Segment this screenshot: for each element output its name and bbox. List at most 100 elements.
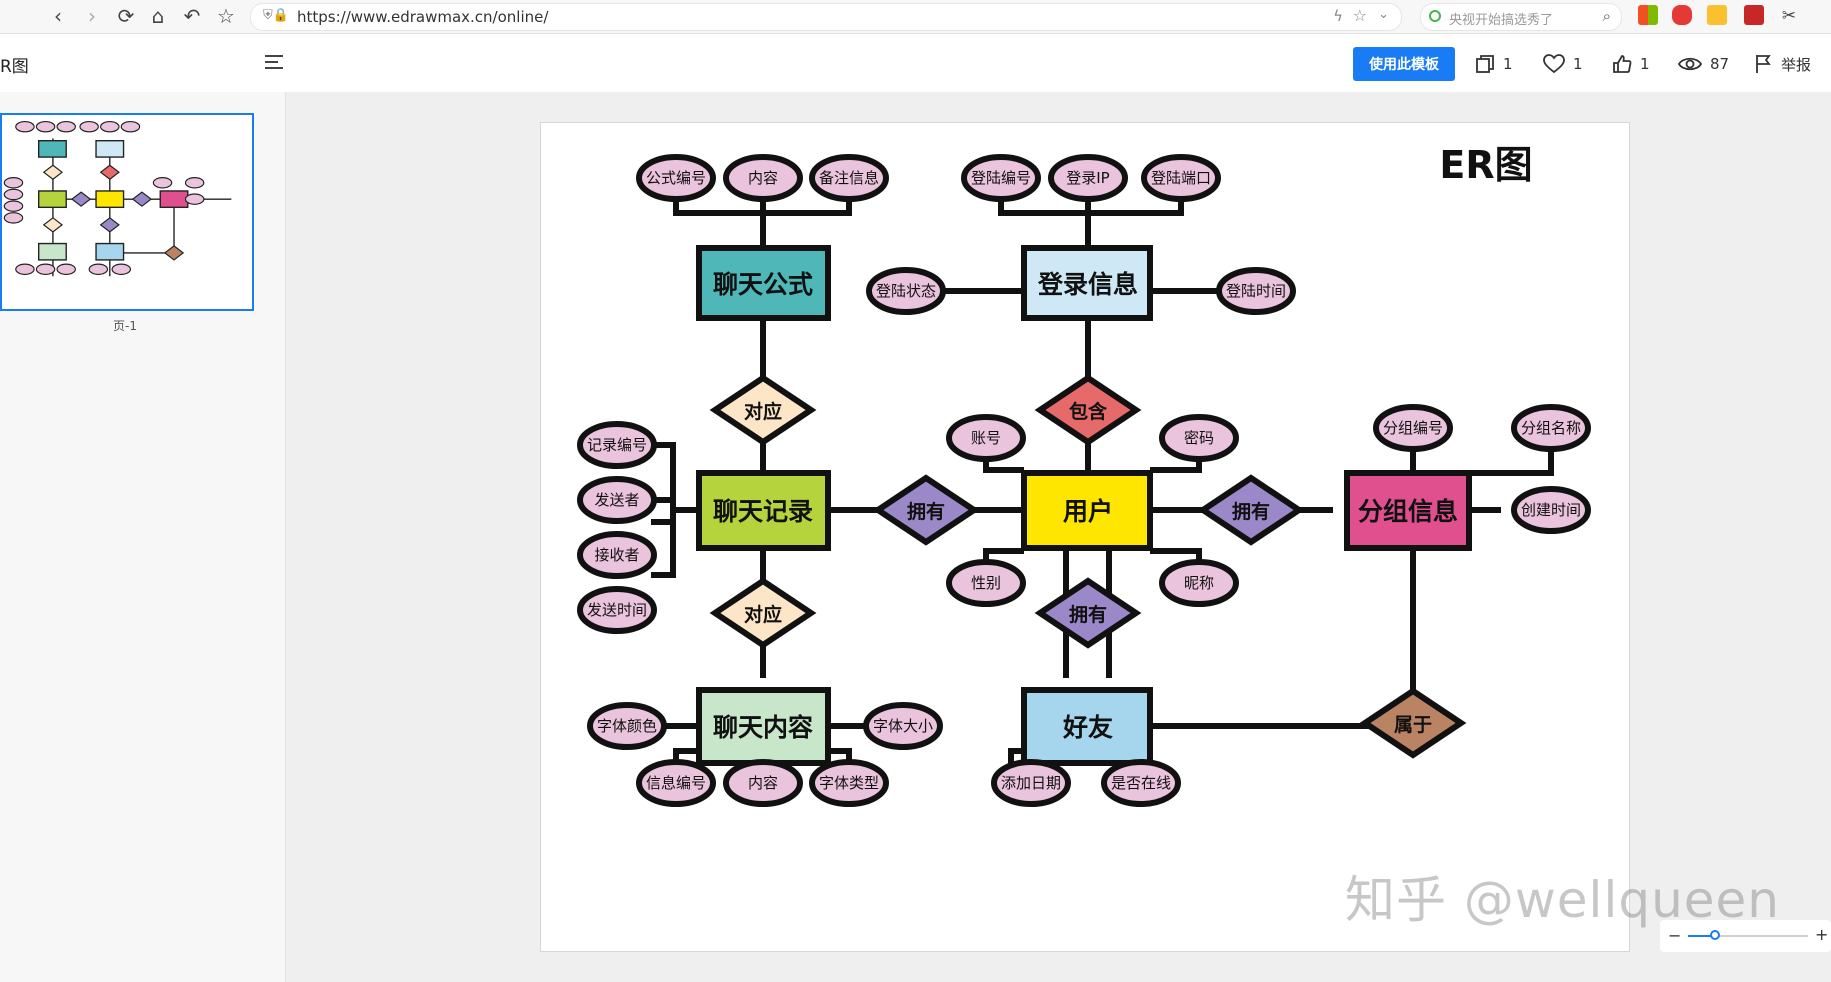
watermark: 知乎 @wellqueen: [1345, 871, 1780, 929]
attr-receiver[interactable]: [577, 531, 657, 579]
favorite-icon[interactable]: ☆: [1352, 6, 1367, 25]
back-icon[interactable]: ‹: [54, 4, 62, 28]
image-extension-icon[interactable]: [1744, 5, 1764, 25]
page-thumbnail[interactable]: [0, 113, 254, 311]
undo-icon[interactable]: ↶: [183, 4, 201, 28]
er-diagram: 聊天公式 登录信息 聊天记录 用户 分组信息 聊天内容: [577, 143, 1591, 807]
entity-login-info[interactable]: 登录信息: [1021, 245, 1153, 321]
entity-group-info-label: 分组信息: [1358, 497, 1458, 526]
scissors-icon[interactable]: ✂: [1781, 6, 1797, 26]
entity-chat-record[interactable]: 聊天记录: [696, 470, 831, 551]
forward-icon[interactable]: ›: [88, 4, 96, 28]
attr-formula-note-label: 备注信息: [819, 169, 879, 187]
attr-login-port-label: 登陆端口: [1151, 169, 1211, 187]
view-stat: 87: [1678, 50, 1729, 78]
attr-group-id[interactable]: [1373, 404, 1453, 452]
attr-sender[interactable]: [577, 476, 657, 524]
chevron-down-icon[interactable]: ⌄: [1378, 7, 1389, 22]
attr-nickname[interactable]: [1159, 559, 1239, 607]
attr-login-ip[interactable]: [1048, 154, 1128, 202]
attr-sender-label: 发送者: [594, 491, 639, 509]
reload-icon[interactable]: ⟳: [117, 4, 135, 28]
attr-gender[interactable]: [946, 559, 1026, 607]
like-count: 1: [1573, 55, 1583, 73]
zoom-control: − +: [1660, 920, 1831, 952]
zoom-in-icon[interactable]: +: [1815, 925, 1829, 944]
attr-login-id[interactable]: [961, 154, 1041, 202]
attr-group-name[interactable]: [1511, 404, 1591, 452]
attr-send-time[interactable]: [577, 586, 657, 634]
attr-font-color-label: 字体颜色: [597, 717, 657, 735]
attr-formula-note[interactable]: [809, 154, 889, 202]
thumbs-up-count: 1: [1640, 55, 1650, 73]
cartoon-extension-icon[interactable]: [1707, 5, 1727, 25]
attr-info-id[interactable]: [636, 759, 716, 807]
attr-gender-label: 性别: [971, 574, 1001, 592]
attr-font-type[interactable]: [809, 759, 889, 807]
home-icon[interactable]: ⌂: [151, 4, 165, 28]
attr-info-id-label: 信息编号: [646, 774, 706, 792]
attr-formula-id-label: 公式编号: [646, 169, 706, 187]
browser-toolbar: ‹ › ⟳ ⌂ ↶ ☆ ⛨🔒 https://www.edrawmax.cn/o…: [0, 0, 1831, 34]
eye-icon: [1678, 57, 1702, 71]
rel-correspond-top[interactable]: 对应: [709, 374, 817, 446]
attr-nickname-label: 昵称: [1184, 574, 1214, 592]
game-extension-icon[interactable]: [1672, 5, 1692, 25]
entity-friend[interactable]: 好友: [1021, 687, 1153, 766]
zoom-out-icon[interactable]: −: [1668, 926, 1682, 945]
attr-send-time-label: 发送时间: [587, 601, 647, 619]
rel-have-bottom[interactable]: 拥有: [1034, 577, 1142, 649]
menu-icon[interactable]: [262, 50, 286, 74]
address-bar[interactable]: ⛨🔒 https://www.edrawmax.cn/online/ ϟ ☆ ⌄: [250, 3, 1402, 31]
rel-belong[interactable]: 属于: [1359, 687, 1467, 759]
entity-login-info-label: 登录信息: [1037, 270, 1138, 299]
rel-correspond-top-label: 对应: [744, 400, 782, 423]
bookmark-star-icon[interactable]: ☆: [217, 4, 235, 28]
thumbnail-diagram: [3, 120, 232, 277]
attr-font-size[interactable]: [863, 702, 943, 750]
rel-contain[interactable]: 包含: [1034, 374, 1142, 446]
entity-chat-content-label: 聊天内容: [713, 713, 813, 742]
zoom-slider[interactable]: [1688, 930, 1808, 940]
like-stat[interactable]: 1: [1543, 50, 1583, 78]
page-label: 页-1: [113, 319, 137, 333]
attr-font-color[interactable]: [587, 702, 667, 750]
attr-add-date[interactable]: [991, 759, 1071, 807]
attr-account[interactable]: [946, 414, 1026, 462]
search-suggestion-text: 央视开始搞选秀了: [1449, 13, 1554, 28]
report-button[interactable]: 举报: [1755, 50, 1811, 78]
attr-password[interactable]: [1159, 414, 1239, 462]
lightning-icon[interactable]: ϟ: [1333, 7, 1343, 25]
attr-login-port[interactable]: [1141, 154, 1221, 202]
attr-login-state[interactable]: [866, 267, 946, 315]
attr-content[interactable]: [723, 759, 803, 807]
browser-search-input[interactable]: 央视开始搞选秀了 ⌕: [1420, 3, 1622, 31]
attr-group-id-label: 分组编号: [1383, 419, 1443, 437]
attr-record-id[interactable]: [577, 421, 657, 469]
attr-receiver-label: 接收者: [594, 546, 639, 564]
entity-chat-formula[interactable]: 聊天公式: [696, 245, 831, 321]
entity-chat-content[interactable]: 聊天内容: [696, 687, 831, 766]
attr-login-time[interactable]: [1216, 267, 1296, 315]
attr-formula-id[interactable]: [636, 154, 716, 202]
attr-is-online[interactable]: [1101, 759, 1181, 807]
entity-user[interactable]: 用户: [1021, 470, 1153, 551]
attribute-labels: 公式编号 内容 备注信息 登陆编号 登录IP 登陆端口 登陆状态 登陆时间 记录…: [587, 169, 1581, 792]
rel-have-bottom-label: 拥有: [1069, 603, 1107, 626]
diagram-page: 聊天公式 登录信息 聊天记录 用户 分组信息 聊天内容: [540, 122, 1630, 952]
attr-create-time[interactable]: [1511, 486, 1591, 534]
entity-user-label: 用户: [1063, 497, 1113, 526]
rel-correspond-bottom[interactable]: 对应: [709, 577, 817, 649]
windows-extension-icon[interactable]: [1638, 5, 1658, 25]
zoom-slider-handle[interactable]: [1710, 930, 1720, 940]
attr-font-size-label: 字体大小: [873, 717, 933, 735]
copy-stat[interactable]: 1: [1475, 50, 1513, 78]
thumbs-up-stat[interactable]: 1: [1612, 50, 1650, 78]
rel-have-right[interactable]: 拥有: [1197, 474, 1305, 546]
entity-group-info[interactable]: 分组信息: [1344, 470, 1472, 551]
rel-have-left-label: 拥有: [907, 500, 945, 523]
search-icon[interactable]: ⌕: [1602, 7, 1611, 25]
rel-have-left[interactable]: 拥有: [872, 474, 980, 546]
use-template-button[interactable]: 使用此模板: [1353, 47, 1455, 81]
attr-formula-content[interactable]: [723, 154, 803, 202]
